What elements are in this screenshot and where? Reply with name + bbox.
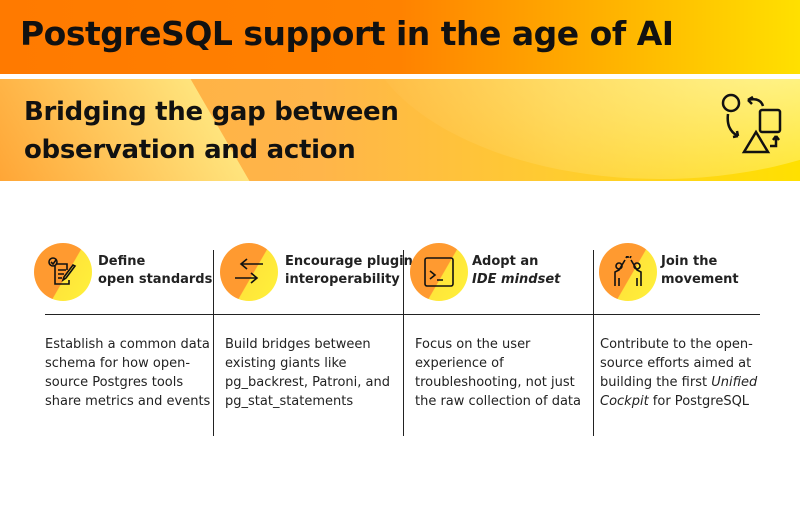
arrows-exchange-icon [220, 243, 278, 301]
cycle-shapes-icon [721, 93, 782, 154]
divider [213, 250, 214, 436]
high-five-icon [599, 243, 657, 301]
header-bar: PostgreSQL support in the age of AI [0, 0, 800, 74]
terminal-icon [410, 243, 468, 301]
page-title: PostgreSQL support in the age of AI [20, 14, 674, 53]
divider [593, 250, 594, 436]
divider [403, 250, 404, 436]
divider-horizontal [45, 314, 760, 315]
checklist-pencil-icon [34, 243, 92, 301]
